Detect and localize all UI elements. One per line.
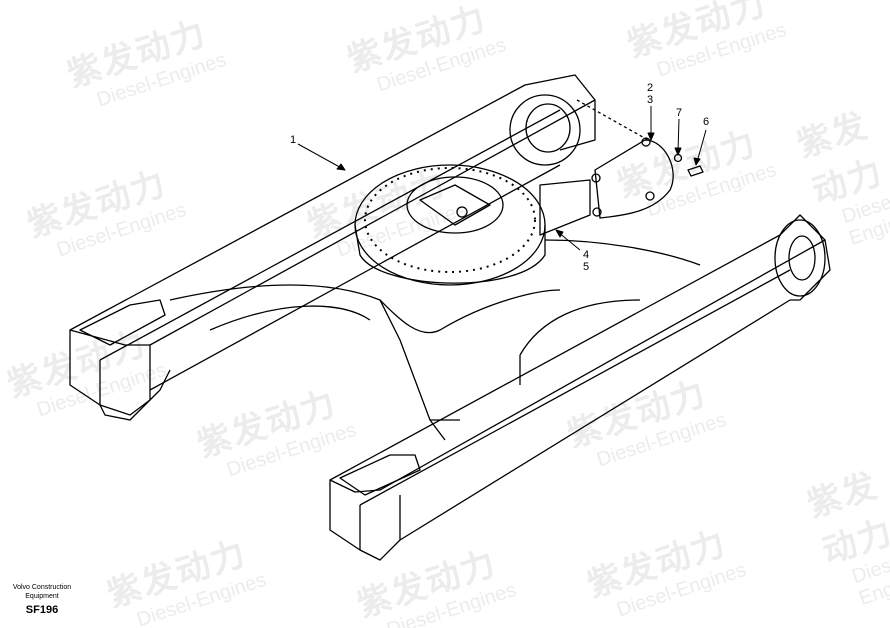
cover-plate [539, 99, 704, 236]
callout-5: 5 [583, 261, 590, 273]
slewing-ring [354, 164, 546, 286]
footer-brand: Volvo Construction [12, 584, 72, 591]
left-track-frame [69, 74, 596, 421]
callout-7: 7 [676, 107, 683, 119]
callout-2: 2 [647, 82, 654, 94]
leader-lines [297, 106, 707, 251]
footer-caption: Volvo Construction Equipment SF196 [8, 583, 76, 616]
callout-3: 3 [647, 94, 654, 106]
footer-brand-sub: Equipment [25, 593, 59, 600]
callout-4: 4 [583, 249, 590, 261]
center-frame [169, 239, 701, 441]
callout-1: 1 [290, 134, 297, 146]
right-track-frame [329, 214, 831, 561]
callout-6: 6 [703, 116, 710, 128]
figure-code: SF196 [25, 604, 59, 616]
